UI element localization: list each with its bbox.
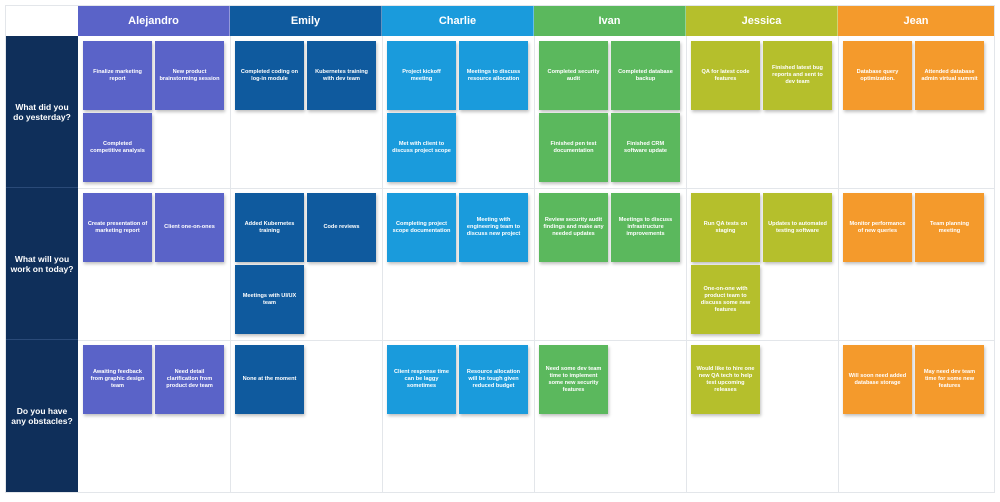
sticky-note[interactable]: Monitor performance of new queries <box>843 193 912 262</box>
column-header-jean[interactable]: Jean <box>838 6 994 36</box>
sticky-note[interactable]: Will soon need added database storage <box>843 345 912 414</box>
column-header-charlie[interactable]: Charlie <box>382 6 534 36</box>
sticky-note[interactable]: Meetings with UI/UX team <box>235 265 304 334</box>
sticky-note[interactable]: Meetings to discuss resource allocation <box>459 41 528 110</box>
column-header-emily[interactable]: Emily <box>230 6 382 36</box>
sticky-note[interactable]: Team planning meeting <box>915 193 984 262</box>
sticky-note[interactable]: Awaiting feedback from graphic design te… <box>83 345 152 414</box>
board-corner <box>6 6 78 36</box>
sticky-note[interactable]: Attended database admin virtual summit <box>915 41 984 110</box>
sticky-note[interactable]: Meetings to discuss infrastructure impro… <box>611 193 680 262</box>
sticky-note[interactable]: One-on-one with product team to discuss … <box>691 265 760 334</box>
sticky-note[interactable]: Completed security audit <box>539 41 608 110</box>
grid-divider <box>838 36 839 492</box>
sticky-note[interactable]: Need some dev team time to implement som… <box>539 345 608 414</box>
grid-divider <box>382 36 383 492</box>
sticky-note[interactable]: Run QA tests on staging <box>691 193 760 262</box>
sticky-note[interactable]: Finished pen test documentation <box>539 113 608 182</box>
sticky-note[interactable]: Added Kubernetes training <box>235 193 304 262</box>
column-header-alejandro[interactable]: Alejandro <box>78 6 230 36</box>
sticky-note[interactable]: Would like to hire one new QA tech to he… <box>691 345 760 414</box>
sticky-note[interactable]: Project kickoff meeting <box>387 41 456 110</box>
sticky-note[interactable]: Finished latest bug reports and sent to … <box>763 41 832 110</box>
row-header-yesterday: What did you do yesterday? <box>6 36 78 188</box>
sticky-note[interactable]: Meeting with engineering team to discuss… <box>459 193 528 262</box>
grid-divider <box>230 36 231 492</box>
sticky-note[interactable]: Updates to automated testing software <box>763 193 832 262</box>
grid-divider <box>78 188 994 189</box>
sticky-note[interactable]: None at the moment <box>235 345 304 414</box>
sticky-note[interactable]: Need detail clarification from product d… <box>155 345 224 414</box>
sticky-note[interactable]: QA for latest code features <box>691 41 760 110</box>
sticky-note[interactable]: Database query optimization. <box>843 41 912 110</box>
row-header-today: What will you work on today? <box>6 188 78 340</box>
grid-divider <box>686 36 687 492</box>
sticky-note[interactable]: Code reviews <box>307 193 376 262</box>
sticky-note[interactable]: Finalize marketing report <box>83 41 152 110</box>
sticky-note[interactable]: Finished CRM software update <box>611 113 680 182</box>
sticky-note[interactable]: New product brainstorming session <box>155 41 224 110</box>
grid-divider <box>534 36 535 492</box>
sticky-note[interactable]: Review security audit findings and make … <box>539 193 608 262</box>
grid-divider <box>78 340 994 341</box>
column-header-jessica[interactable]: Jessica <box>686 6 838 36</box>
standup-board: Alejandro Emily Charlie Ivan Jessica Jea… <box>5 5 995 493</box>
row-header-obstacles: Do you have any obstacles? <box>6 340 78 492</box>
sticky-note[interactable]: Client one-on-ones <box>155 193 224 262</box>
sticky-note[interactable]: Completed database backup <box>611 41 680 110</box>
sticky-note[interactable]: May need dev team time for some new feat… <box>915 345 984 414</box>
sticky-note[interactable]: Resource allocation will be tough given … <box>459 345 528 414</box>
sticky-note[interactable]: Client response time can be laggy someti… <box>387 345 456 414</box>
sticky-note[interactable]: Kubernetes training with dev team <box>307 41 376 110</box>
sticky-note[interactable]: Create presentation of marketing report <box>83 193 152 262</box>
sticky-note[interactable]: Completing project scope documentation <box>387 193 456 262</box>
sticky-note[interactable]: Met with client to discuss project scope <box>387 113 456 182</box>
sticky-note[interactable]: Completed coding on log-in module <box>235 41 304 110</box>
column-header-ivan[interactable]: Ivan <box>534 6 686 36</box>
sticky-note[interactable]: Completed competitive analysis <box>83 113 152 182</box>
